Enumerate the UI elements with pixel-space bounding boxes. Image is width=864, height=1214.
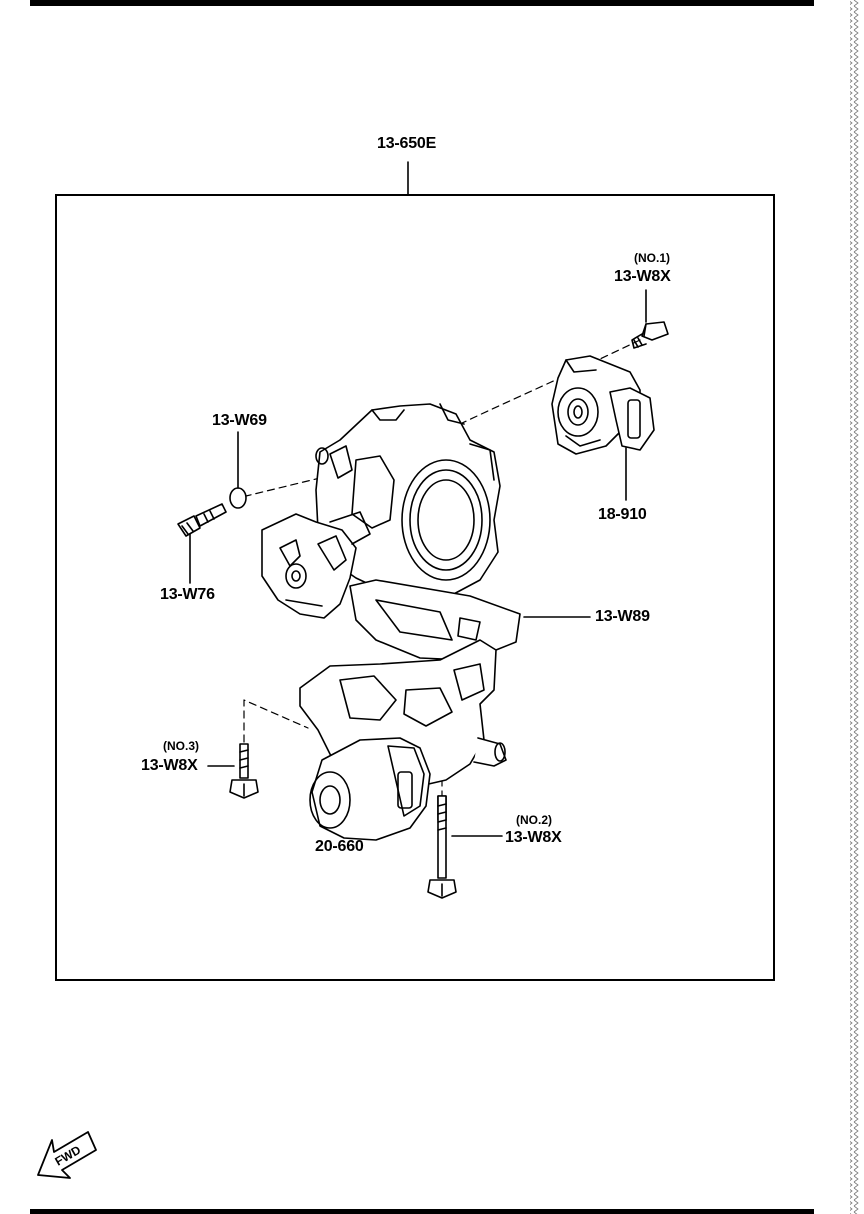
label-no3-note: (NO.3) — [163, 739, 199, 753]
label-o-ring: 13-W69 — [212, 412, 267, 429]
label-bolt-no2: 13-W8X — [505, 829, 562, 846]
sensor-icon — [551, 355, 655, 455]
label-no2-note: (NO.2) — [516, 813, 552, 827]
label-gasket: 13-W89 — [595, 608, 650, 625]
label-bolt-no3: 13-W8X — [141, 757, 198, 774]
top-rule — [30, 0, 814, 6]
screw-icon — [177, 503, 227, 537]
throttle-body-icon — [261, 403, 521, 787]
assembly-frame — [55, 194, 775, 981]
bolt-no2-icon — [427, 795, 457, 899]
bolt-no1-icon — [631, 321, 669, 349]
label-bolt-no1: 13-W8X — [614, 268, 671, 285]
label-valve: 20-660 — [315, 838, 364, 855]
dashed-axis-no3 — [243, 699, 309, 743]
o-ring-icon — [229, 487, 247, 509]
label-no1-note: (NO.1) — [634, 251, 670, 265]
idle-valve-icon — [309, 737, 431, 841]
bottom-rule — [30, 1209, 814, 1214]
bolt-no3-icon — [229, 743, 259, 799]
label-assembly: 13-650E — [377, 135, 437, 152]
label-sensor: 18-910 — [598, 506, 647, 523]
fwd-arrow-icon: FWD — [37, 1131, 97, 1179]
page-edge-pattern — [850, 0, 860, 1214]
label-screw: 13-W76 — [160, 586, 215, 603]
